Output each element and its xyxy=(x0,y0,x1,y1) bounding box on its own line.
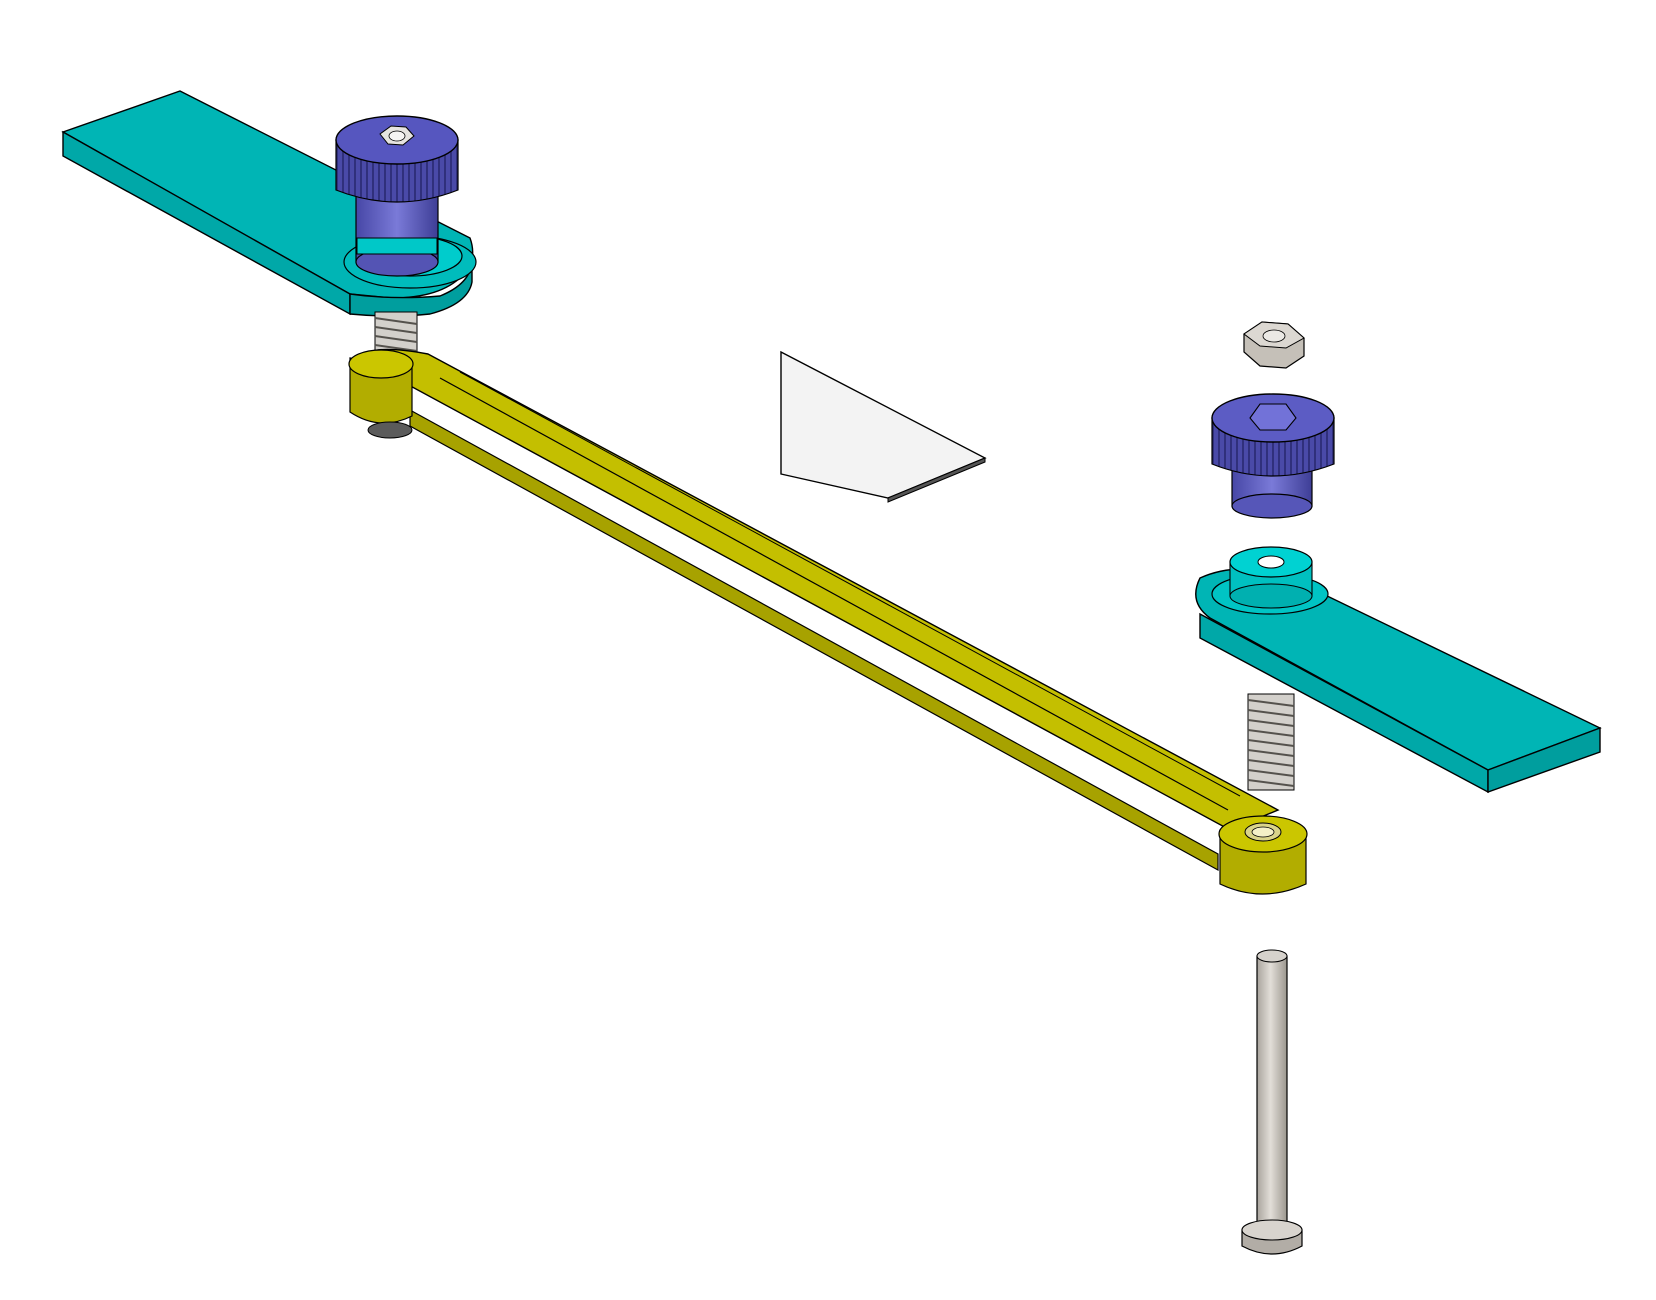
link-bar xyxy=(348,348,1308,895)
right-spring xyxy=(1247,693,1295,791)
left-knurled-knob xyxy=(335,115,459,277)
small-plate xyxy=(780,350,987,503)
hex-nut xyxy=(1243,321,1305,369)
right-knurled-knob xyxy=(1211,393,1335,519)
right-clamp-arm xyxy=(1195,546,1602,794)
pin-bolt xyxy=(1241,949,1303,1255)
